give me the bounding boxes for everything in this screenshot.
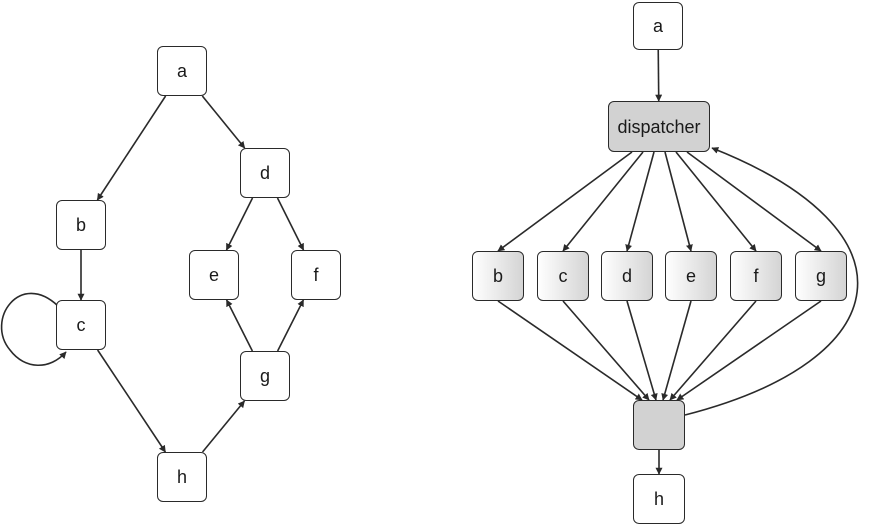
edge-l-a-to-d	[201, 95, 246, 149]
edge-r-e-to-join	[661, 300, 692, 401]
left-node-d: d	[240, 148, 290, 198]
edge-l-d-to-e	[225, 197, 254, 251]
edge-r-a-to-dispatcher	[655, 49, 663, 102]
left-node-h: h	[157, 452, 207, 502]
left-node-b: b	[56, 200, 106, 250]
edge-l-h-to-g	[201, 400, 246, 453]
right-node-dispatcher: dispatcher	[608, 101, 710, 152]
edge-l-c-to-h	[96, 349, 167, 453]
right-node-a: a	[633, 2, 683, 50]
edge-r-c-to-join	[562, 300, 650, 401]
edge-l-c-self-loop	[0, 292, 67, 366]
left-node-a: a	[157, 46, 207, 96]
edge-l-g-to-e	[225, 299, 254, 352]
edge-l-g-to-f	[276, 299, 305, 352]
left-node-f: f	[291, 250, 341, 300]
edge-l-d-to-f	[276, 197, 305, 251]
edge-r-b-to-join	[497, 300, 643, 401]
edge-r-d-to-join	[626, 300, 658, 401]
right-node-d: d	[601, 251, 653, 301]
edge-r-join-to-dispatcher	[684, 147, 859, 416]
right-node-g: g	[795, 251, 847, 301]
right-node-b: b	[472, 251, 524, 301]
edge-r-f-to-join	[669, 300, 757, 401]
edge-l-a-to-b	[96, 95, 167, 201]
left-node-c: c	[56, 300, 106, 350]
edge-r-dispatcher-to-g	[686, 151, 822, 252]
right-node-c: c	[537, 251, 589, 301]
right-node-e: e	[665, 251, 717, 301]
edge-r-dispatcher-to-e	[664, 151, 693, 252]
edge-r-dispatcher-to-d	[625, 151, 655, 252]
left-node-g: g	[240, 351, 290, 401]
edge-r-g-to-join	[676, 300, 822, 401]
right-node-join	[633, 400, 685, 450]
edge-r-dispatcher-to-f	[675, 151, 757, 252]
edge-r-dispatcher-to-c	[562, 151, 644, 252]
right-node-f: f	[730, 251, 782, 301]
right-node-h: h	[633, 474, 685, 524]
edge-r-dispatcher-to-b	[497, 151, 633, 252]
left-node-e: e	[189, 250, 239, 300]
